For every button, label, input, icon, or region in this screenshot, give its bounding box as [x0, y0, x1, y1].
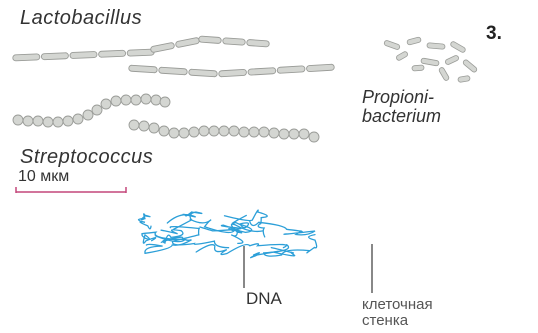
propionibacterium-rod [462, 59, 478, 73]
figure-number: 3. [486, 24, 502, 43]
lactobacillus-rod [189, 69, 218, 77]
streptococcus-coccus [199, 126, 209, 136]
streptococcus-coccus [160, 97, 170, 107]
streptococcus-coccus [33, 116, 43, 126]
lactobacillus-rod [248, 68, 276, 76]
propionibacterium-rod [412, 65, 424, 71]
dna-strand [196, 244, 286, 255]
lactobacillus-rod [129, 65, 158, 73]
dna-strand [138, 214, 151, 229]
lactobacillus-rod [70, 51, 97, 58]
streptococcus-coccus [289, 129, 299, 139]
propionibacterium-label-line2: bacterium [362, 107, 441, 126]
cell-wall-label: клеточная стенка [362, 297, 433, 329]
streptococcus-coccus [159, 126, 169, 136]
streptococcus-coccus [63, 116, 73, 126]
propionibacterium-rod [396, 51, 409, 62]
streptococcus-coccus [189, 127, 199, 137]
scale-bar [16, 187, 126, 193]
propionibacterium-rod [407, 37, 422, 46]
streptococcus-coccus [229, 126, 239, 136]
lactobacillus-rod [247, 39, 270, 47]
streptococcus-coccus [209, 126, 219, 136]
streptococcus-coccus [279, 129, 289, 139]
cell-wall-label-line1: клеточная [362, 297, 433, 313]
propionibacterium-rod [450, 41, 466, 54]
propionibacterium-label: Propioni- bacterium [362, 88, 441, 126]
streptococcus-coccus [169, 128, 179, 138]
scale-bar-label: 10 мкм [18, 169, 69, 185]
streptococcus-coccus [53, 117, 63, 127]
propionibacterium-rod [458, 75, 471, 82]
streptococcus-coccus [219, 126, 229, 136]
lactobacillus-chains [13, 36, 335, 77]
lactobacillus-rod [127, 49, 154, 56]
lactobacillus-label: Lactobacillus [20, 8, 142, 28]
lactobacillus-rod [150, 42, 175, 53]
lactobacillus-rod [41, 53, 68, 60]
streptococcus-coccus [111, 96, 121, 106]
streptococcus-coccus [149, 123, 159, 133]
dna-strand [155, 230, 185, 243]
streptococcus-coccus [139, 121, 149, 131]
lactobacillus-rod [306, 64, 334, 72]
propionibacterium-rod [427, 43, 445, 50]
lactobacillus-rod [199, 36, 222, 44]
streptococcus-coccus [151, 95, 161, 105]
propionibacterium-rod [384, 40, 401, 50]
streptococcus-coccus [23, 116, 33, 126]
dna-label: DNA [246, 290, 282, 307]
propionibacterium-rod [421, 58, 440, 66]
streptococcus-coccus [92, 105, 102, 115]
streptococcus-coccus [269, 128, 279, 138]
streptococcus-coccus [239, 127, 249, 137]
streptococcus-coccus [131, 95, 141, 105]
dna-tangle [138, 210, 316, 258]
streptococcus-coccus [83, 110, 93, 120]
streptococcus-coccus [249, 127, 259, 137]
streptococcus-coccus [129, 120, 139, 130]
dna-strand [264, 235, 317, 257]
lactobacillus-rod [98, 50, 125, 57]
lactobacillus-rod [223, 38, 246, 46]
lactobacillus-rod [277, 66, 305, 74]
propionibacterium-rod [438, 67, 450, 82]
streptococcus-label: Streptococcus [20, 147, 153, 167]
streptococcus-coccus [179, 128, 189, 138]
lactobacillus-rod [13, 54, 40, 61]
streptococcus-coccus [13, 115, 23, 125]
streptococcus-coccus [309, 132, 319, 142]
propionibacterium-cells [384, 37, 478, 83]
streptococcus-coccus [141, 94, 151, 104]
streptococcus-coccus [101, 99, 111, 109]
propionibacterium-rod [445, 55, 460, 66]
streptococcus-coccus [299, 129, 309, 139]
cell-wall-label-line2: стенка [362, 313, 433, 329]
streptococcus-coccus [43, 117, 53, 127]
streptococcus-chains [13, 94, 319, 142]
lactobacillus-rod [219, 69, 247, 77]
streptococcus-coccus [73, 114, 83, 124]
lactobacillus-rod [159, 67, 188, 75]
streptococcus-coccus [121, 95, 131, 105]
lactobacillus-rod [175, 37, 200, 48]
streptococcus-coccus [259, 127, 269, 137]
propionibacterium-label-line1: Propioni- [362, 88, 441, 107]
